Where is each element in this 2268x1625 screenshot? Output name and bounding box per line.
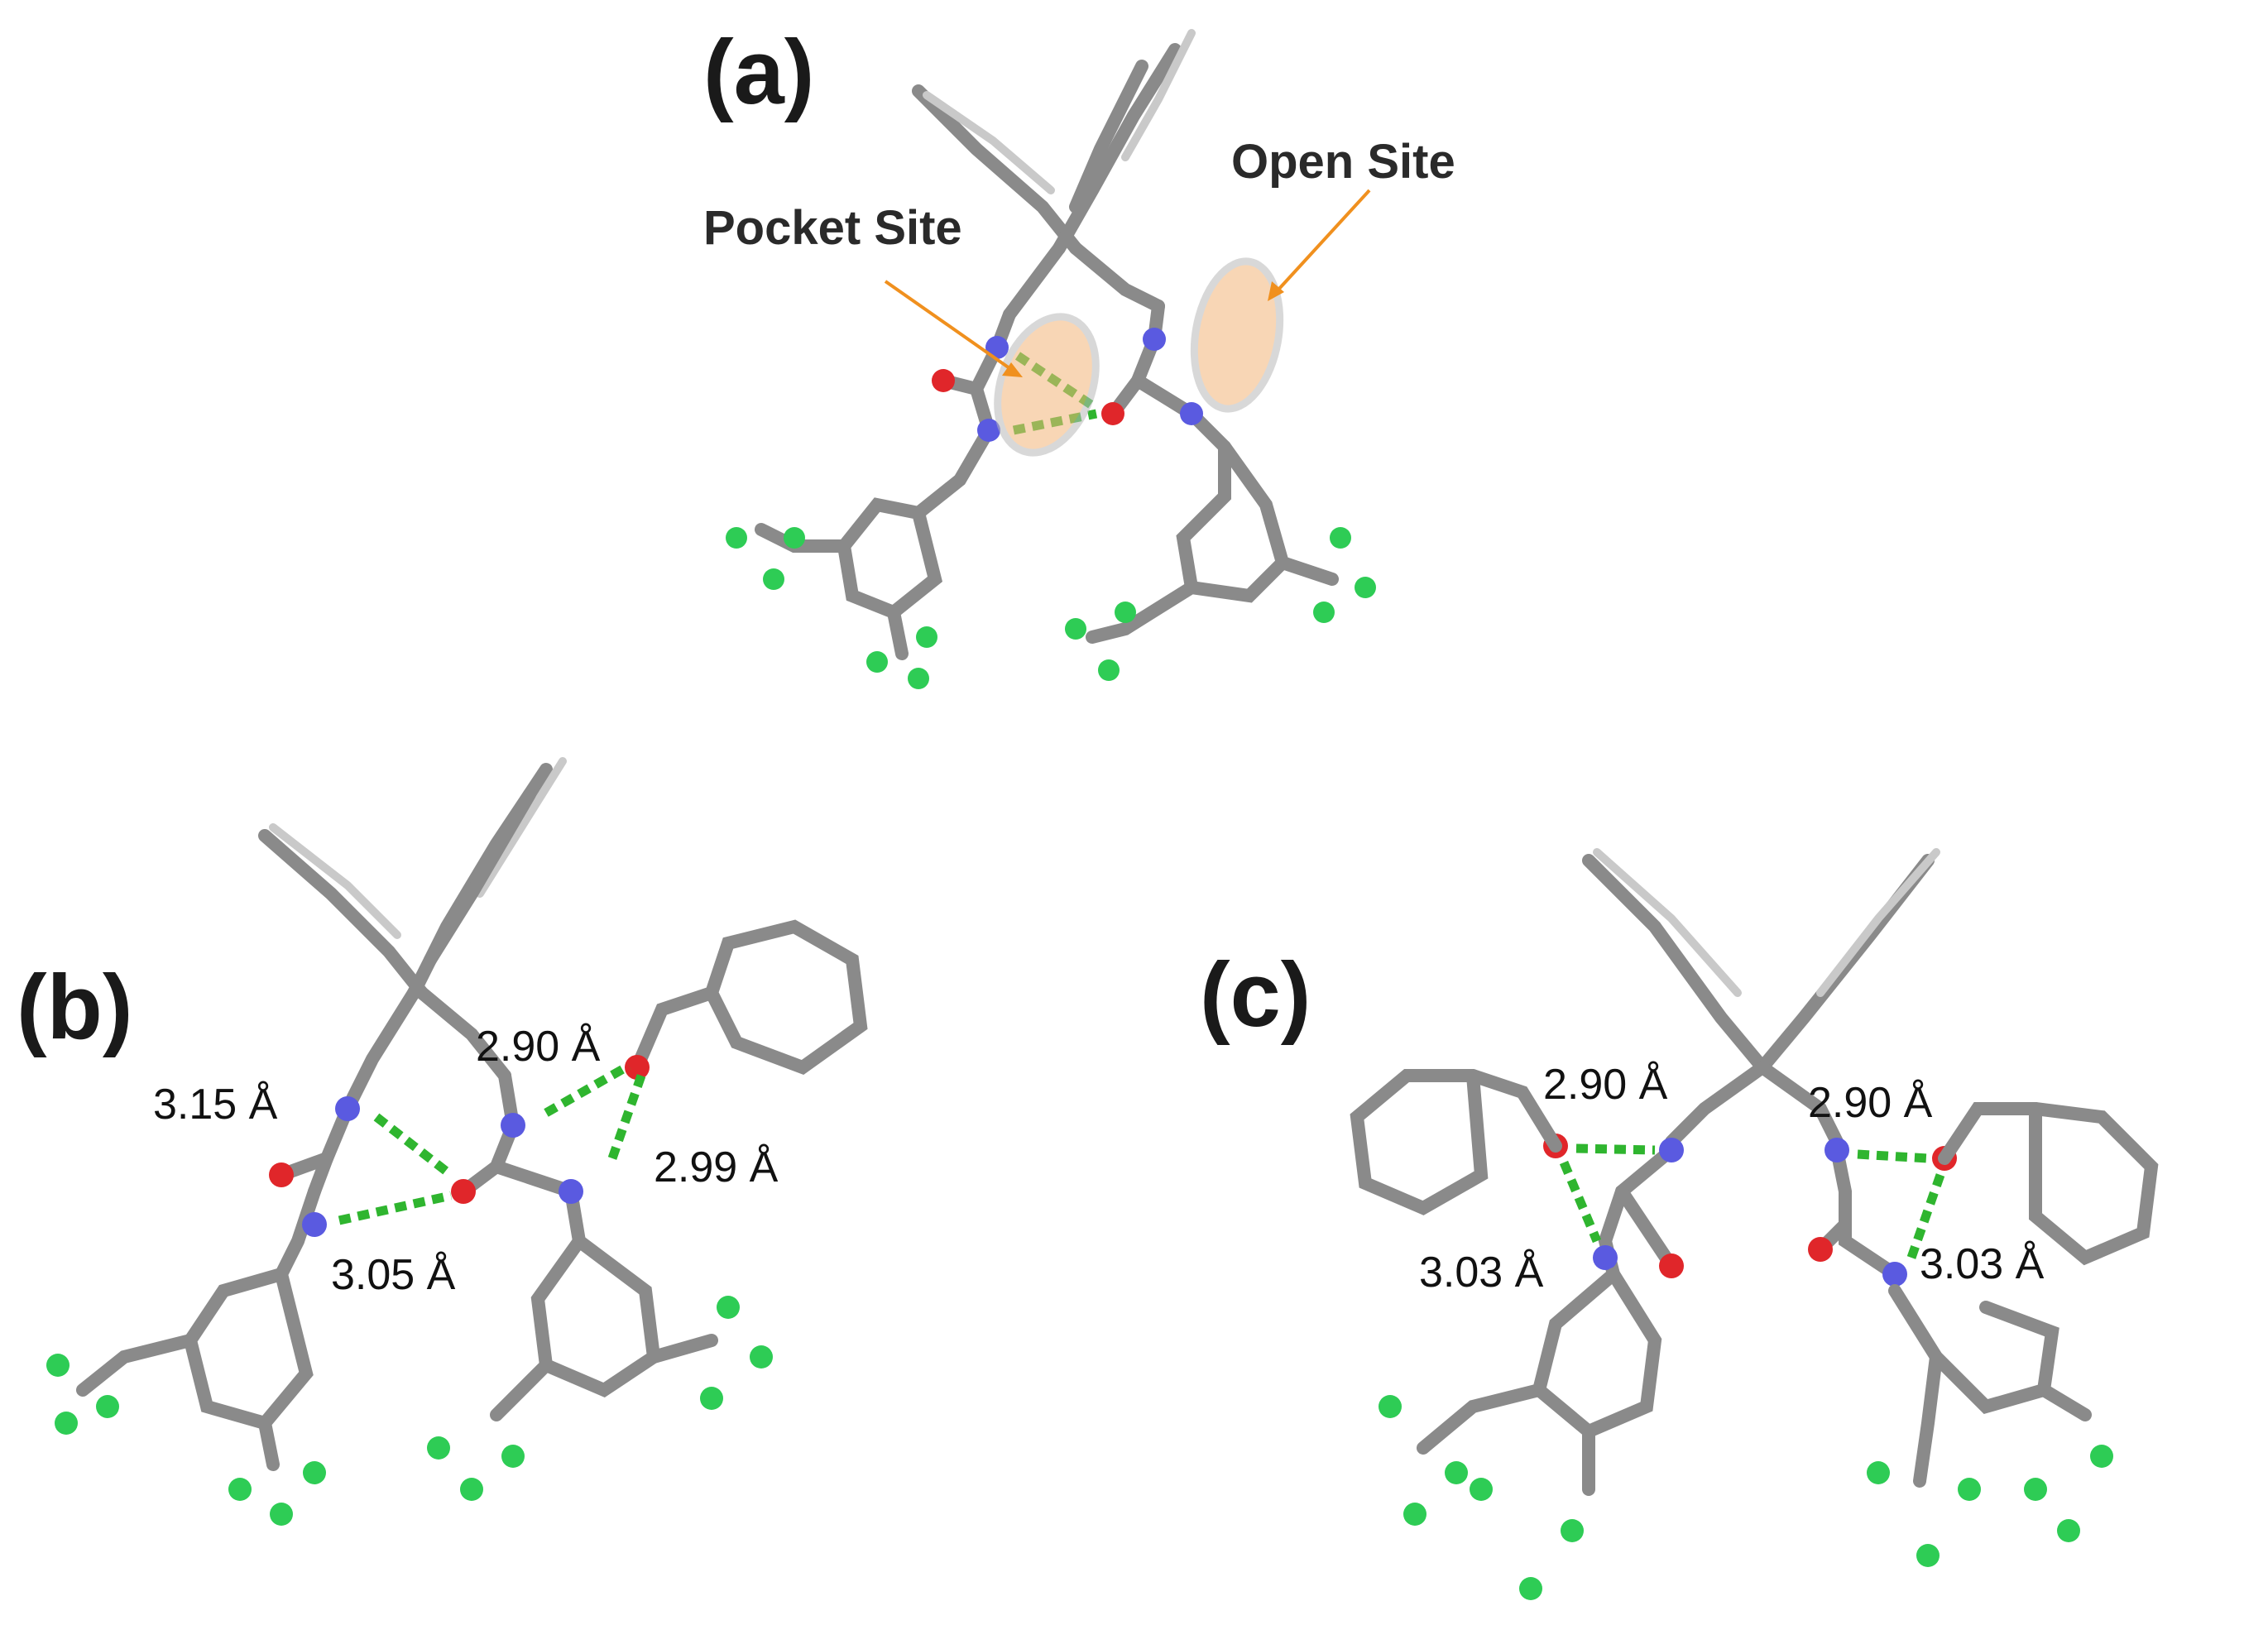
panel-c-benzyl-alcohols: [1350, 1069, 2159, 1266]
pocket-site-label: Pocket Site: [703, 201, 962, 255]
panel-a-left-urea: [912, 308, 1016, 520]
open-site-label: Open Site: [1231, 135, 1455, 189]
panel-a-cf3-groups: [726, 527, 1376, 689]
panel-c-cf3-groups: [1379, 1395, 2113, 1600]
panel-c-distance-right-bottom: 3.03 Å: [1920, 1240, 2045, 1288]
panel-b-benzyl-alcohol: [625, 919, 868, 1080]
pocket-site-highlight: [994, 313, 1100, 457]
pocket-site-arrow: [884, 280, 1023, 377]
open-site-arrow: [1268, 189, 1371, 301]
panel-a: (a): [703, 22, 1455, 689]
panel-b-aryl-rings: [76, 1234, 718, 1471]
panel-c-backbone: [1582, 848, 1940, 1148]
panel-c-distance-left-bottom: 3.03 Å: [1419, 1249, 1544, 1297]
panel-c-distance-right-top: 2.90 Å: [1808, 1079, 1933, 1127]
open-site-highlight: [1190, 257, 1284, 413]
panel-b-distance-4: 3.05 Å: [331, 1251, 456, 1299]
panel-a-right-urea: [1101, 300, 1231, 453]
panel-c: (c): [1200, 848, 2159, 1600]
panel-b-ureas: [269, 1069, 586, 1281]
panel-b-distance-2: 3.15 Å: [153, 1081, 278, 1129]
panel-b: (b): [17, 757, 868, 1526]
panel-b-backbone: [258, 757, 567, 1115]
panel-b-distance-1: 2.90 Å: [476, 1023, 601, 1071]
panel-b-cf3-groups: [46, 1296, 773, 1526]
panel-c-ureas: [1593, 1138, 1907, 1287]
panel-a-aryl-rings: [755, 440, 1339, 660]
panel-a-label: (a): [703, 22, 814, 123]
panel-c-aryl-rings: [1417, 1268, 2092, 1496]
panel-b-distance-3: 2.99 Å: [654, 1143, 779, 1191]
panel-b-label: (b): [17, 956, 132, 1058]
panel-c-label: (c): [1200, 944, 1311, 1046]
panel-a-backbone: [912, 29, 1196, 321]
panel-c-distance-left-top: 2.90 Å: [1543, 1061, 1668, 1109]
